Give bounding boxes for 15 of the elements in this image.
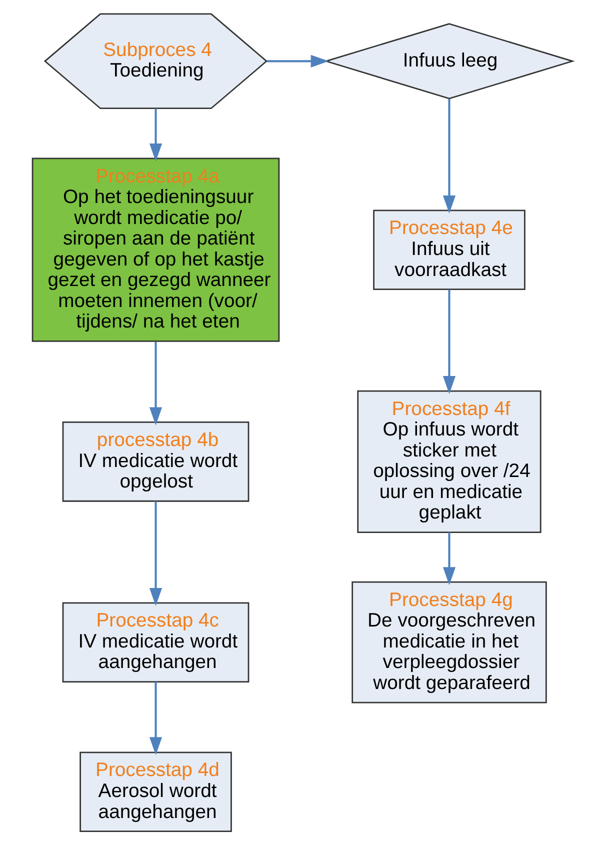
node-box: Processtap 4c IV medicatie wordt aangehangen — [62, 602, 249, 682]
node-box: Processtap 4f Op infuus wordt sticker met oplossing over /24 uur en medicatie geplakt — [356, 390, 541, 533]
node-box: Processtap 4g De voorgeschreven medicatie in het verpleegdossier wordt geparafeerd — [351, 581, 546, 704]
arrow — [442, 532, 456, 586]
arrow — [442, 98, 456, 214]
arrow — [266, 54, 328, 68]
node-box: Processtap 4a Op het toedieningsuur wordt medicatie po/ siropen aan de patiënt gegeven of op het kastje gezet en gezegd wanneer moeten innemen (voor/ tijdens/ na het eten — [31, 158, 280, 342]
arrow — [442, 290, 456, 394]
arrow — [148, 342, 162, 426]
node-box: Processtap 4e Infuus uit voorraadkast — [372, 210, 525, 290]
arrow — [148, 501, 162, 606]
arrow — [148, 682, 162, 756]
arrow — [148, 108, 162, 162]
node-box: processtap 4b IV medicatie wordt opgelost — [62, 422, 249, 502]
node-box: Processtap 4d Aerosol wordt aangehangen — [79, 752, 232, 832]
